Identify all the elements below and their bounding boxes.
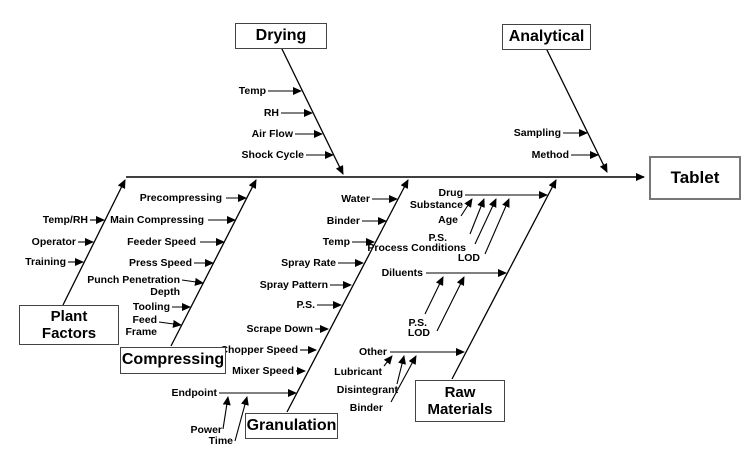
raw-cause-age: Age [438,214,458,226]
granulation-cause-spray-pattern: Spray Pattern [259,279,328,291]
compressing-cause-press-speed: Press Speed [128,257,192,269]
compressing-cause-main-compressing: Main Compressing [110,214,204,226]
granulation-cause-chopper-speed: Chopper Speed [220,344,298,356]
tablet-box: Tablet [649,156,741,200]
plant-factors-box: Plant Factors [19,305,119,345]
plant-cause-operator: Operator [31,236,76,248]
compressing-box: Compressing [120,347,226,374]
raw-materials-box-line1: Raw [444,383,476,401]
tablet-box-label: Tablet [670,168,720,188]
raw-cause-diluents: Diluents [381,267,423,279]
raw-cause-other: Other [358,346,387,358]
raw-materials-bone [451,179,557,380]
feed-frame-line2: Frame [125,326,157,338]
granulation-cause-water: Water [341,193,370,205]
compressing-cause-feed-frame: Feed Frame [125,314,157,338]
raw-cause-ps-drug: P.S. [428,232,448,244]
granulation-cause-endpoint: Endpoint [171,387,218,399]
drying-cause-shock-cycle: Shock Cycle [241,149,304,161]
drying-box: Drying [235,23,327,49]
raw-cause-binder: Binder [349,402,383,414]
compressing-cause-feeder-speed: Feeder Speed [127,236,196,248]
granulation-cause-binder: Binder [326,215,360,227]
plant-factors-box-line2: Factors [41,325,97,342]
drying-box-label: Drying [255,26,307,44]
drug-substance-line1: Drug [438,187,464,199]
compressing-cause-tooling: Tooling [132,301,170,313]
analytical-box-label: Analytical [508,27,585,45]
plant-factors-branch-arrows [68,216,105,266]
granulation-box: Granulation [245,413,338,439]
raw-cause-ps-diluents: P.S. [408,317,428,329]
granulation-cause-spray-rate: Spray Rate [281,257,336,269]
plant-factors-bone [62,179,126,306]
feed-frame-line1: Feed [132,314,157,326]
granulation-cause-temp: Temp [322,236,350,248]
analytical-branch-arrows [563,129,599,159]
drug-substance-line2: Substance [409,199,463,211]
raw-materials-box: Raw Materials [415,380,505,422]
compressing-branch-arrows [158,194,247,328]
raw-materials-branch-arrows [383,191,548,403]
raw-cause-disintegrant: Disintegrant [336,384,398,396]
granulation-cause-time: Time [208,435,233,447]
punch-penetration-line2: Depth [150,286,180,298]
granulation-cause-ps: P.S. [296,299,316,311]
raw-materials-box-line2: Materials [427,401,493,418]
drying-cause-rh: RH [263,107,279,119]
punch-penetration-line1: Punch Penetration [87,274,180,286]
analytical-cause-method: Method [531,149,569,161]
plant-cause-training: Training [25,256,66,268]
plant-cause-temp-rh: Temp/RH [42,214,88,226]
compressing-box-label: Compressing [121,351,225,369]
granulation-box-label: Granulation [246,416,337,434]
granulation-cause-scrape-down: Scrape Down [246,323,313,335]
granulation-bone [286,179,409,413]
raw-cause-lod-drug: LOD [457,252,480,264]
granulation-branch-arrows [219,195,398,442]
drying-branch-arrows [268,87,334,159]
raw-cause-drug-substance: Drug Substance [410,187,463,211]
drying-cause-temp: Temp [238,85,266,97]
compressing-cause-punch-penetration-depth: Punch Penetration Depth [87,274,180,298]
drying-cause-air-flow: Air Flow [251,128,293,140]
analytical-box: Analytical [502,24,591,50]
granulation-cause-power: Power [190,424,222,436]
granulation-cause-mixer-speed: Mixer Speed [232,365,294,377]
raw-cause-lod-diluents: LOD [407,327,430,339]
raw-cause-lubricant: Lubricant [334,366,382,378]
compressing-cause-precompressing: Precompressing [139,192,222,204]
plant-factors-box-line1: Plant [50,307,88,325]
analytical-cause-sampling: Sampling [513,127,561,139]
raw-cause-process-conditions: Process Conditions [367,242,466,254]
